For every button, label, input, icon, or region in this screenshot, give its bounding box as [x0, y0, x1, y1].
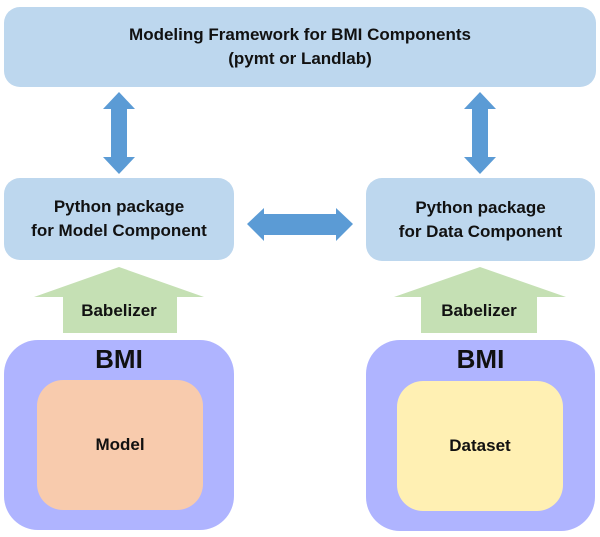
bmi-left-label: BMI	[95, 344, 143, 374]
package-data-line2: for Data Component	[398, 221, 563, 241]
double-arrow-model-data-icon	[247, 208, 353, 241]
model-label: Model	[95, 435, 145, 454]
bmi-right-label: BMI	[456, 344, 505, 374]
babelizer-arrow-left-icon	[34, 267, 204, 333]
framework-title: Modeling Framework for BMI Components	[129, 25, 471, 44]
bmi-dataset-wrapper: BMI Dataset	[366, 340, 595, 531]
package-model-line1: Python package	[53, 197, 185, 216]
package-model-line2: for Model Component	[31, 221, 207, 240]
bmi-model-wrapper: BMI Model	[4, 340, 234, 530]
double-arrow-framework-model-icon	[103, 92, 135, 174]
babelizer-arrow-right-icon	[394, 267, 566, 333]
modeling-framework-box: Modeling Framework for BMI Components (p…	[4, 7, 596, 87]
framework-subtitle: (pymt or Landlab)	[228, 49, 372, 68]
dataset-box: Dataset	[397, 381, 563, 511]
dataset-label: Dataset	[449, 436, 511, 455]
babelizer-left-label: Babelizer	[81, 301, 157, 320]
model-box: Model	[37, 380, 203, 510]
python-package-model-box: Python package for Model Component	[4, 178, 234, 260]
package-data-line1: Python package	[415, 197, 546, 217]
python-package-data-box: Python package for Data Component	[366, 178, 595, 261]
babelizer-right-label: Babelizer	[441, 301, 517, 320]
double-arrow-framework-data-icon	[464, 92, 496, 174]
